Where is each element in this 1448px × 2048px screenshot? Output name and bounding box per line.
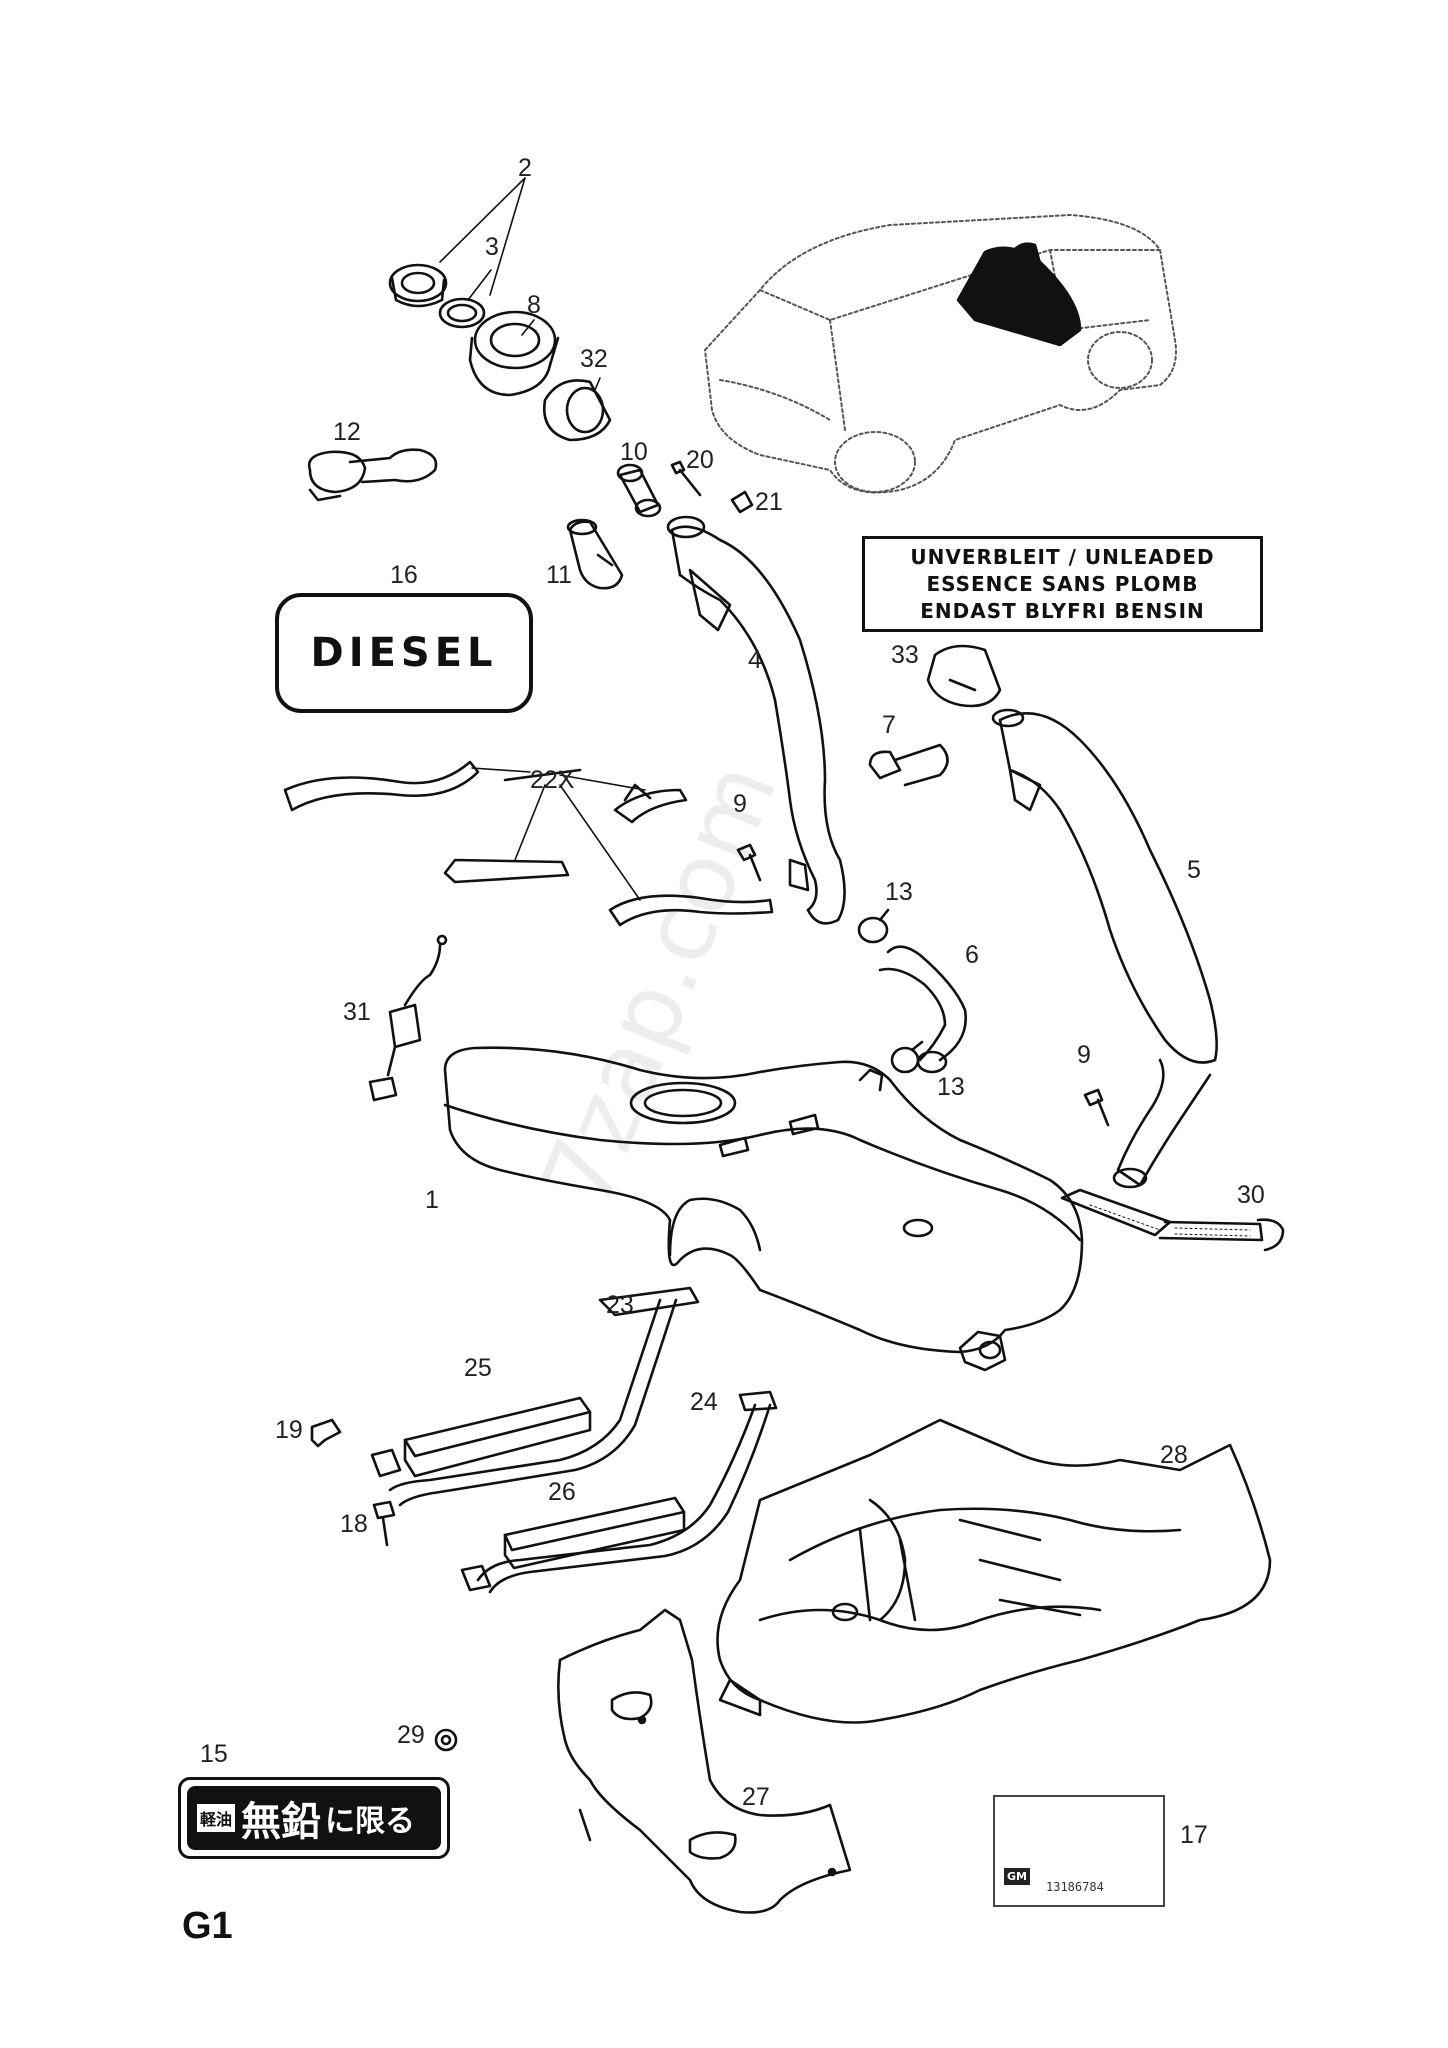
callout-18: 18 bbox=[340, 1510, 368, 1538]
part-31-sensor bbox=[368, 934, 448, 1102]
part-4-filler-pipe bbox=[666, 515, 846, 925]
car-outline bbox=[704, 214, 1177, 494]
unleaded-label-line-1: UNVERBLEIT / UNLEADED bbox=[910, 544, 1215, 569]
information-label bbox=[993, 1795, 1165, 1907]
callout-11: 11 bbox=[546, 561, 572, 589]
callout-13-lower: 13 bbox=[937, 1073, 965, 1101]
info-label-part-number: 13186784 bbox=[1046, 1880, 1104, 1894]
callout-30: 30 bbox=[1237, 1181, 1265, 1209]
part-9-screw-lower bbox=[1083, 1088, 1110, 1127]
unleaded-label-line-2: ESSENCE SANS PLOMB bbox=[926, 571, 1199, 596]
callout-28: 28 bbox=[1160, 1441, 1188, 1469]
callout-29: 29 bbox=[397, 1721, 425, 1749]
part-6-hose bbox=[878, 945, 968, 1074]
callout-25: 25 bbox=[464, 1354, 492, 1382]
japanese-label-suffix: に限る bbox=[325, 1804, 416, 1839]
part-10-bushing bbox=[616, 463, 662, 518]
callout-4: 4 bbox=[748, 646, 762, 674]
callout-20: 20 bbox=[686, 446, 714, 474]
callout-15: 15 bbox=[200, 1740, 228, 1768]
callout-2: 2 bbox=[518, 154, 532, 182]
callout-23: 23 bbox=[606, 1291, 634, 1319]
part-13-hose-clamp-upper bbox=[857, 908, 890, 944]
part-8-filler-housing bbox=[468, 310, 560, 397]
callout-1: 1 bbox=[425, 1186, 439, 1214]
part-22x-leader-lines bbox=[471, 767, 646, 901]
part-11-grommet bbox=[566, 518, 624, 590]
callout-26: 26 bbox=[548, 1478, 576, 1506]
callout-21: 21 bbox=[755, 488, 783, 516]
part-29-nut bbox=[434, 1728, 458, 1752]
part-26-insulation-pad bbox=[503, 1496, 686, 1570]
part-25-insulation-pad bbox=[403, 1396, 592, 1478]
part-30-edge-strip bbox=[1060, 1188, 1285, 1252]
japanese-fuel-label: 軽油 無鉛 に限る bbox=[178, 1777, 450, 1859]
part-21-clip bbox=[730, 490, 754, 514]
japanese-label-small: 軽油 bbox=[197, 1804, 236, 1832]
part-2-filler-cap bbox=[388, 263, 448, 308]
callout-9-lower: 9 bbox=[1077, 1041, 1091, 1069]
diesel-fuel-label: DIESEL bbox=[275, 593, 533, 713]
callout-24: 24 bbox=[690, 1388, 718, 1416]
part-13-hose-clamp-lower bbox=[890, 1040, 924, 1074]
part-27-heat-shield bbox=[557, 1608, 852, 1914]
callout-3: 3 bbox=[485, 233, 499, 261]
callout-33: 33 bbox=[891, 641, 919, 669]
car-fuel-tank-highlight bbox=[956, 246, 1082, 347]
part-28-heat-shield bbox=[716, 1418, 1272, 1724]
callout-leader-lines bbox=[439, 177, 601, 391]
part-7-clamp bbox=[868, 743, 949, 787]
japanese-label-inner: 軽油 無鉛 に限る bbox=[187, 1786, 441, 1850]
part-33-cap bbox=[926, 644, 1002, 708]
callout-32: 32 bbox=[580, 345, 608, 373]
callout-12: 12 bbox=[333, 418, 361, 446]
japanese-label-main: 無鉛 bbox=[241, 1799, 322, 1845]
part-9-screw-upper bbox=[736, 843, 762, 882]
part-32-funnel bbox=[542, 379, 612, 442]
unleaded-label-line-3: ENDAST BLYFRI BENSIN bbox=[920, 598, 1205, 623]
part-3-seal-ring bbox=[438, 297, 486, 329]
callout-10: 10 bbox=[620, 438, 648, 466]
diesel-label-text: DIESEL bbox=[310, 630, 498, 676]
callout-22x: 22X bbox=[530, 766, 575, 794]
part-12-hose-clamp bbox=[307, 448, 438, 502]
callout-27: 27 bbox=[742, 1783, 770, 1811]
callout-5: 5 bbox=[1187, 856, 1201, 884]
gm-logo: GM bbox=[1004, 1868, 1030, 1885]
part-18-bolt bbox=[372, 1500, 396, 1547]
unleaded-fuel-label: UNVERBLEIT / UNLEADED ESSENCE SANS PLOMB… bbox=[862, 536, 1263, 632]
part-24-tank-strap bbox=[460, 1390, 778, 1594]
part-19-clip bbox=[310, 1418, 342, 1448]
callout-7: 7 bbox=[882, 711, 896, 739]
part-20-screw bbox=[670, 460, 702, 497]
page-code: G1 bbox=[182, 1905, 233, 1947]
part-23-tank-strap bbox=[370, 1286, 700, 1507]
part-1-fuel-tank bbox=[443, 1046, 1084, 1372]
callout-16: 16 bbox=[390, 561, 418, 589]
callout-9-upper: 9 bbox=[733, 790, 747, 818]
callout-6: 6 bbox=[965, 941, 979, 969]
callout-17: 17 bbox=[1180, 1821, 1208, 1849]
callout-31: 31 bbox=[343, 998, 371, 1026]
part-5-filler-pipe bbox=[991, 708, 1218, 1189]
callout-19: 19 bbox=[275, 1416, 303, 1444]
callout-8: 8 bbox=[527, 291, 541, 319]
callout-13-upper: 13 bbox=[885, 878, 913, 906]
part-22x-strap-set bbox=[283, 760, 774, 927]
